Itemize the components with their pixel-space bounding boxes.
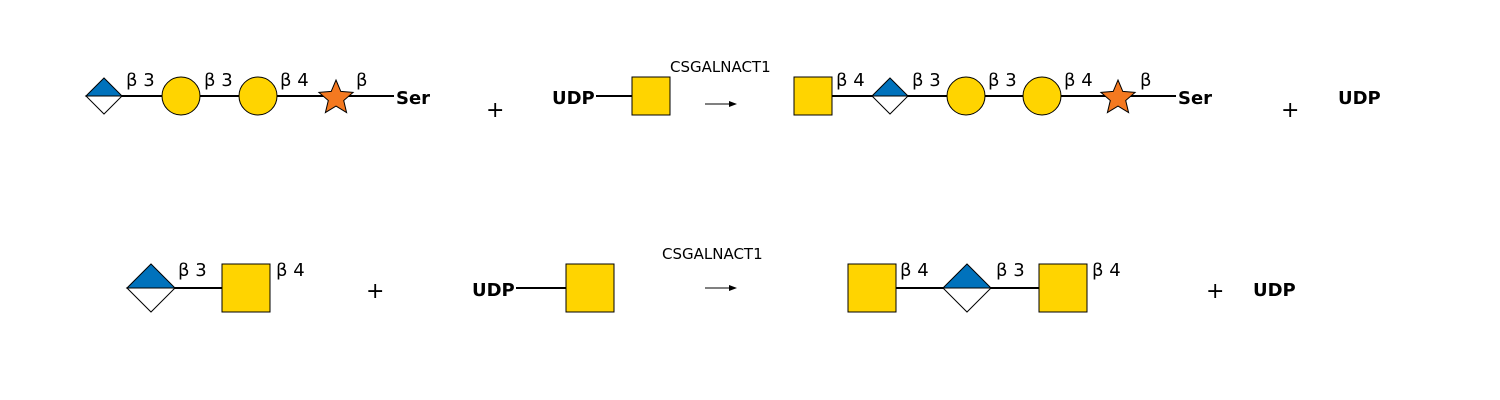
arrow-head-icon [729, 285, 737, 291]
linkage-label: β 3 [126, 70, 155, 91]
galnac-square-icon [793, 76, 833, 116]
gal-circle-icon [161, 76, 201, 116]
enzyme-label: CSGALNACT1 [670, 58, 771, 76]
linkage-label: β 3 [912, 70, 941, 91]
galnac-square-icon [221, 263, 271, 313]
glca-diamond-icon [941, 263, 993, 313]
donor-2: UDP [472, 263, 615, 313]
product-2: β 4 β 3 β 4 [847, 260, 1121, 313]
linkage-label: β [356, 70, 368, 91]
reaction-2: β 3 β 4 + UDP CSGALNACT1 β 4 β 3 [125, 245, 1296, 313]
galnac-square-icon [847, 263, 897, 313]
galnac-square-icon [565, 263, 615, 313]
glca-diamond-icon [125, 263, 177, 313]
glca-diamond-icon [84, 77, 124, 115]
linkage-label: β 4 [280, 70, 309, 91]
galnac-square-icon [1038, 263, 1088, 313]
byproduct-label: UDP [1253, 280, 1296, 301]
reaction-arrow-1: CSGALNACT1 [670, 58, 771, 107]
linkage-label: β 3 [988, 70, 1017, 91]
byproduct-label: UDP [1338, 88, 1381, 109]
gal-circle-icon [1022, 76, 1062, 116]
gal-circle-icon [946, 76, 986, 116]
plus-sign: + [486, 98, 504, 123]
linkage-label: β 4 [1064, 70, 1093, 91]
linkage-label: β 3 [204, 70, 233, 91]
linkage-label: β [1140, 70, 1152, 91]
donor-nucleotide-label: UDP [472, 280, 515, 301]
enzyme-label: CSGALNACT1 [662, 245, 763, 263]
donor-1: UDP [552, 76, 671, 116]
reaction-arrow-2: CSGALNACT1 [662, 245, 763, 291]
product-1: β 4 β 3 β 3 β 4 β Ser [793, 70, 1212, 116]
reaction-1: β 3 β 3 β 4 β Ser + UDP CSGALNACT1 [84, 58, 1381, 123]
linkage-label: β 4 [836, 70, 865, 91]
aglycone-label: Ser [1178, 88, 1212, 109]
linkage-label: β 4 [1092, 260, 1121, 281]
linkage-label: β 4 [900, 260, 929, 281]
galnac-square-icon [631, 76, 671, 116]
arrow-head-icon [729, 101, 737, 107]
linkage-label: β 4 [276, 260, 305, 281]
linkage-label: β 3 [996, 260, 1025, 281]
substrate-1: β 3 β 3 β 4 β Ser [84, 70, 430, 116]
xyl-star-icon [1099, 78, 1137, 114]
xyl-star-icon [317, 78, 355, 114]
plus-sign: + [1281, 98, 1299, 123]
donor-nucleotide-label: UDP [552, 88, 595, 109]
glca-diamond-icon [870, 77, 910, 115]
plus-sign: + [366, 279, 384, 304]
gal-circle-icon [238, 76, 278, 116]
linkage-label: β 3 [178, 260, 207, 281]
substrate-2: β 3 β 4 [125, 260, 305, 313]
plus-sign: + [1206, 279, 1224, 304]
aglycone-label: Ser [396, 88, 430, 109]
